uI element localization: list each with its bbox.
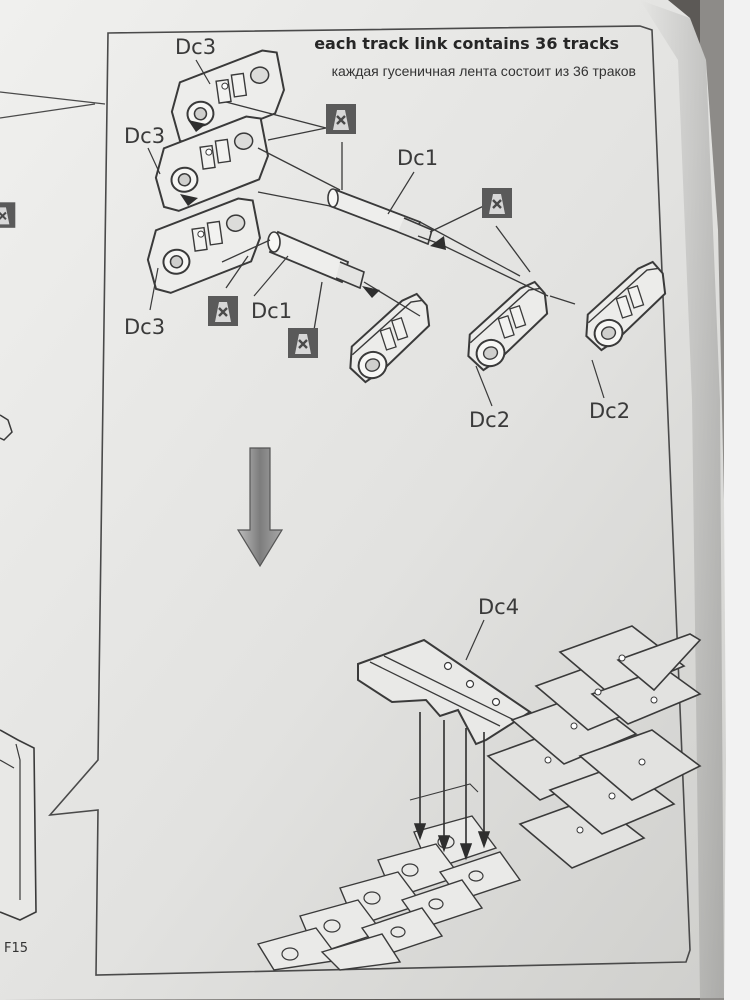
label-dc3-middle: Dc3 <box>124 124 165 148</box>
header-russian: каждая гусеничная лента состоит из 36 тр… <box>332 63 636 79</box>
dc1-pin-lower <box>267 230 365 290</box>
label-dc2-left: Dc2 <box>469 408 510 432</box>
dc1-pin-upper <box>327 188 441 246</box>
label-dc4: Dc4 <box>478 595 519 619</box>
label-dc2-right: Dc2 <box>589 399 630 423</box>
dc4-part <box>357 638 532 746</box>
no-glue-icon-2 <box>480 186 514 220</box>
left-panel-fragments: F15 <box>0 201 37 956</box>
no-glue-icon-4 <box>286 326 320 360</box>
down-arrow-icon <box>236 447 284 568</box>
no-glue-icon-1 <box>324 102 358 136</box>
label-dc1-lower: Dc1 <box>251 299 292 323</box>
label-leaders <box>147 59 605 661</box>
guide-lines <box>221 101 576 331</box>
header-english: each track link contains 36 tracks <box>314 34 619 53</box>
no-glue-icon-3 <box>206 294 240 328</box>
label-dc3-lower: Dc3 <box>124 315 165 339</box>
label-dc3-top: Dc3 <box>175 35 216 59</box>
margin-label-f15: F15 <box>4 941 28 956</box>
guide-arrowheads <box>180 120 446 298</box>
placement-arrows <box>413 712 491 861</box>
label-dc1-upper: Dc1 <box>397 146 438 170</box>
track-assembly <box>256 625 702 971</box>
left-panel-frame <box>0 91 106 119</box>
instruction-frame <box>48 25 691 976</box>
